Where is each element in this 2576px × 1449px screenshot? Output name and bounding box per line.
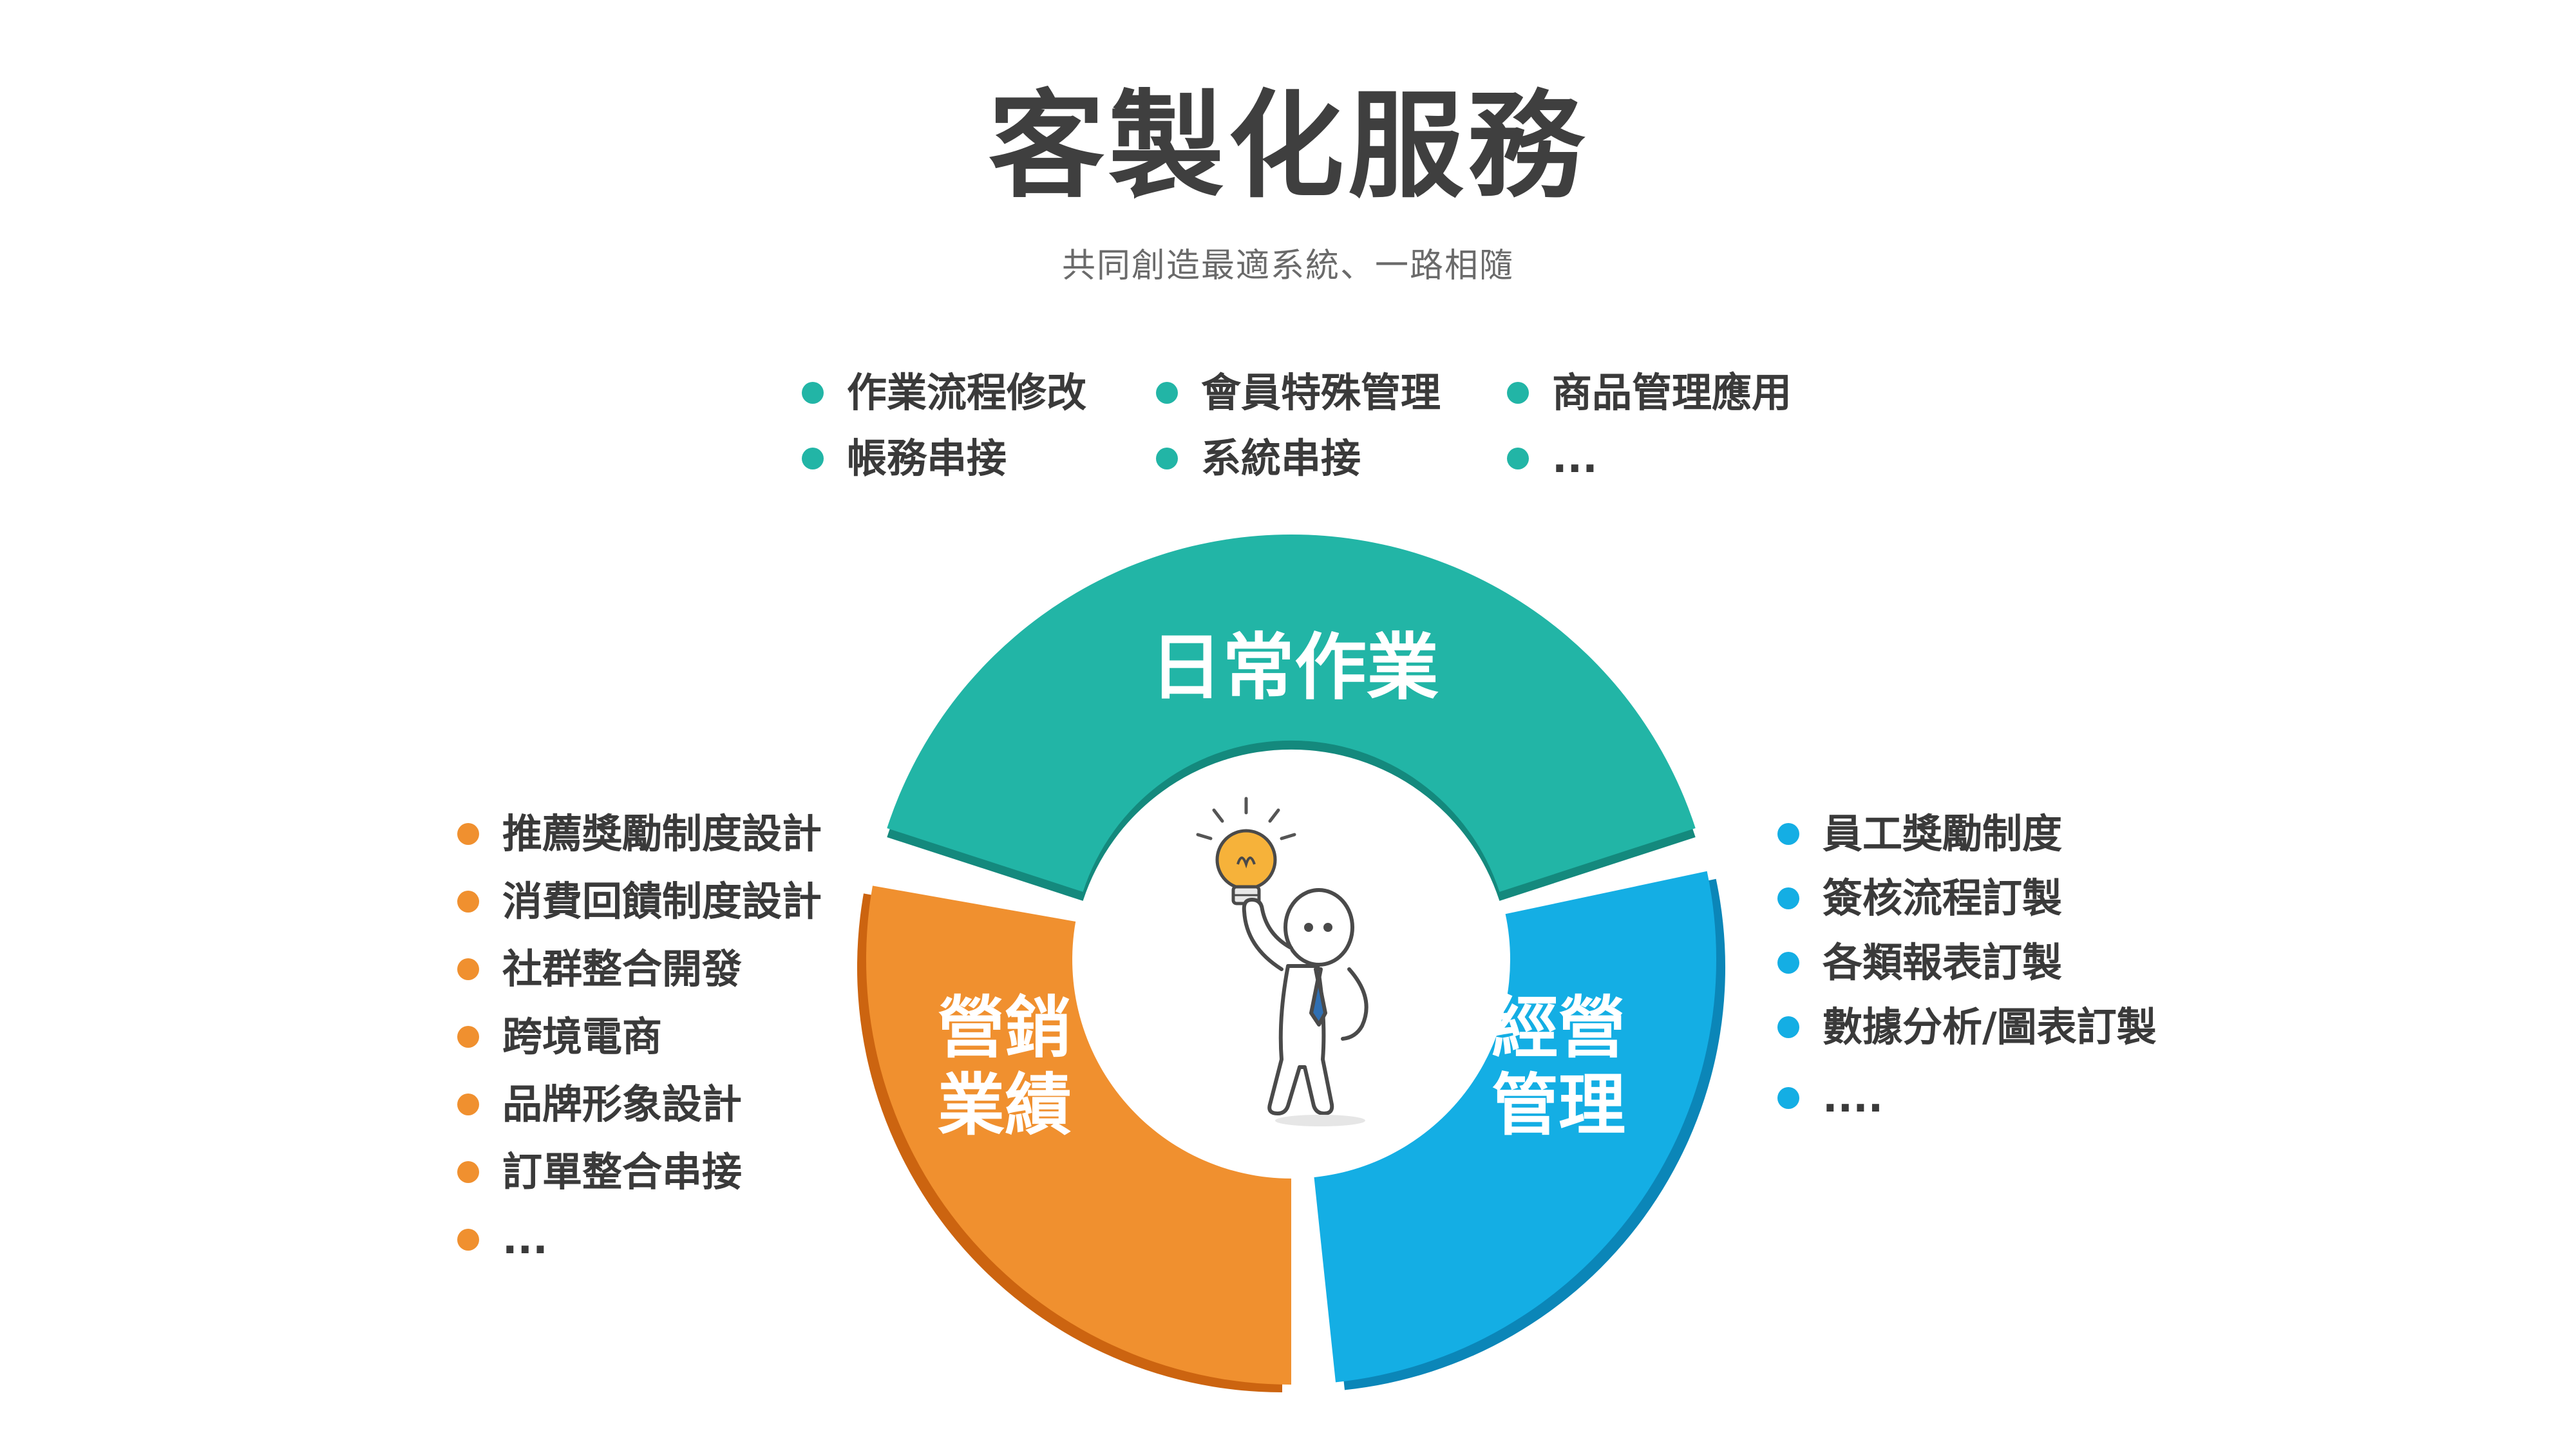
segment-label-marketing-line2: 業績 [938,1066,1072,1144]
list-item-label: 商品管理應用 [1552,369,1792,416]
bullet-dot [457,1229,479,1251]
list-item: 商品管理應用 [1507,367,1792,419]
list-item-label: 消費回饋制度設計 [502,878,822,925]
segment-management [1314,871,1726,1390]
bullet-dot [1777,887,1799,909]
list-item: 消費回饋制度設計 [457,876,822,927]
list-item: 數據分析/圖表訂製 [1777,1001,2157,1053]
list-item-label: 訂單整合串接 [502,1148,743,1195]
bullet-dot [1777,1087,1799,1109]
list-item: 系統串接 [1156,433,1361,484]
bullet-dot [1777,823,1799,845]
list-item: .... [1777,1072,1883,1124]
bullet-dot [457,1026,479,1048]
page-subtitle: 共同創造最適系統、一路相隨 [1061,247,1514,285]
list-item: 各類報表訂製 [1777,937,2062,989]
bullet-dot [1156,382,1178,404]
segment-label-management-line2: 管理 [1492,1066,1625,1144]
bullet-dot [1777,1016,1799,1038]
person-with-lightbulb-icon [1196,797,1368,1126]
segment-daily [887,534,1696,901]
list-item: 員工獎勵制度 [1777,808,2062,860]
bullet-dot [1507,382,1529,404]
bullet-dot [1777,952,1799,974]
bullet-dot [457,1161,479,1183]
list-item: 社群整合開發 [457,943,742,995]
list-item: 帳務串接 [802,433,1007,484]
list-item-label: ... [1552,435,1598,482]
segment-marketing [857,886,1291,1392]
list-item: 簽核流程訂製 [1777,873,2062,924]
list-item: ... [457,1214,548,1265]
list-item-label: 系統串接 [1201,435,1361,482]
list-item-label: 作業流程修改 [847,369,1087,416]
list-item-label: 帳務串接 [847,435,1007,482]
bullet-dot [457,1094,479,1115]
list-item: 會員特殊管理 [1156,367,1441,419]
list-item-label: 員工獎勵制度 [1823,810,2063,857]
list-item: 訂單整合串接 [457,1146,742,1198]
list-item-label: 跨境電商 [502,1013,663,1060]
bullet-dot [457,891,479,913]
list-item-label: 社群整合開發 [502,945,743,992]
bullet-dot [802,382,824,404]
person-figure [1242,888,1368,1126]
list-item-label: ... [502,1216,548,1263]
list-item-label: 各類報表訂製 [1823,939,2063,986]
list-item-label: 簽核流程訂製 [1823,875,2063,922]
lightbulb-icon [1196,797,1296,905]
list-item: 跨境電商 [457,1011,662,1063]
bullet-dot [457,958,479,980]
list-item: 作業流程修改 [802,367,1086,419]
bullet-dot [1156,448,1178,469]
bullet-dot [802,448,824,469]
segment-label-management-line1: 經營 [1492,989,1625,1067]
segment-label-marketing-line1: 營銷 [938,989,1072,1067]
list-item-label: 數據分析/圖表訂製 [1823,1003,2157,1050]
list-item: 品牌形象設計 [457,1079,742,1130]
list-item: ... [1507,433,1598,484]
list-item-label: 品牌形象設計 [502,1081,743,1128]
bullet-dot [1507,448,1529,469]
list-item-label: 推薦獎勵制度設計 [502,810,822,857]
page-title: 客製化服務 [988,79,1587,214]
bullet-dot [457,823,479,845]
list-item: 推薦獎勵制度設計 [457,808,822,860]
segment-label-daily: 日常作業 [1150,626,1439,710]
list-item-label: .... [1823,1074,1884,1121]
list-item-label: 會員特殊管理 [1201,369,1441,416]
